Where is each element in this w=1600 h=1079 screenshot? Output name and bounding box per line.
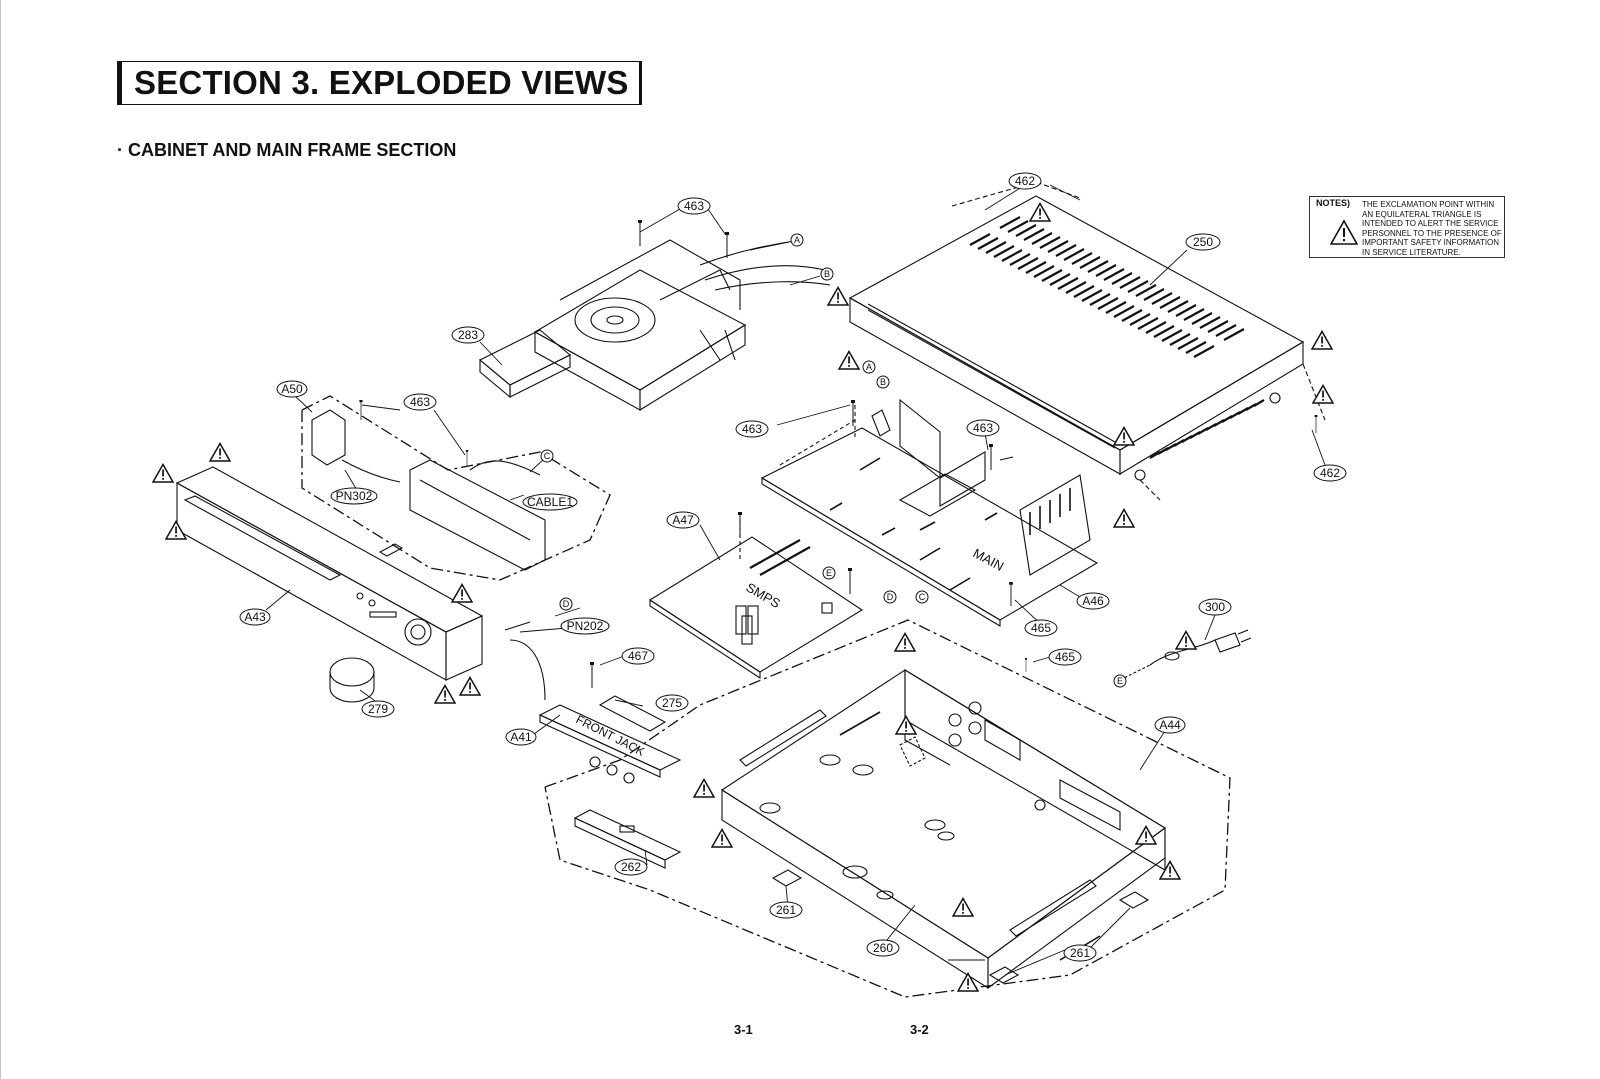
- front-jack-board-a41: [504, 621, 682, 784]
- chassis-group-outline: [544, 619, 1231, 998]
- part-label: A50: [281, 382, 303, 396]
- warning-triangle-icon: [1113, 508, 1135, 528]
- part-label: A41: [510, 730, 532, 744]
- part-label: 462: [1015, 174, 1035, 188]
- notes-box: NOTES) THE EXCLAMATION POINT WITHIN AN E…: [1309, 196, 1505, 258]
- foot-261-bottom: [988, 966, 1020, 984]
- part-label: 300: [1205, 600, 1225, 614]
- top-cover-250: [848, 181, 1326, 501]
- page-border: [0, 0, 1, 1079]
- connector-letter: D: [887, 592, 894, 602]
- main-board-label: MAIN: [971, 545, 1007, 574]
- part-label: 463: [684, 199, 704, 213]
- part-label: A44: [1159, 718, 1181, 732]
- part-label: PN202: [567, 619, 604, 633]
- notes-text: THE EXCLAMATION POINT WITHIN AN EQUILATE…: [1362, 200, 1502, 257]
- warning-triangle-icon: [711, 828, 733, 848]
- part-label: A43: [244, 610, 266, 624]
- page-number-right: 3-2: [910, 1022, 929, 1037]
- warning-triangle-icon: [1029, 202, 1051, 222]
- warning-triangle-icon: [1113, 426, 1135, 446]
- part-callouts: 462 463 250 283 A50 463 PN302 CABLE1 463…: [244, 174, 1340, 960]
- part-label: 462: [1320, 466, 1340, 480]
- part-label: 261: [776, 903, 796, 917]
- part-label: 467: [628, 649, 648, 663]
- part-label: PN302: [336, 489, 373, 503]
- warning-triangle-icon: [1312, 384, 1334, 404]
- part-label: 275: [662, 696, 682, 710]
- part-label: 283: [458, 328, 478, 342]
- warning-triangle-icon: [952, 897, 974, 917]
- warning-triangle-icon: [459, 676, 481, 696]
- foot-261-right: [1118, 891, 1150, 909]
- connector-letter: C: [919, 592, 926, 602]
- connector-letter: A: [866, 362, 872, 372]
- connector-letter: D: [563, 599, 570, 609]
- part-label: A46: [1082, 594, 1104, 608]
- power-cord-300: [1119, 629, 1252, 681]
- smps-board-a47: [648, 520, 864, 680]
- foot-261-left: [771, 869, 803, 887]
- part-label: 262: [621, 860, 641, 874]
- part-label: A47: [672, 513, 694, 527]
- tray-part-283: [479, 329, 571, 399]
- part-label: 260: [873, 941, 893, 955]
- bracket-262: [573, 809, 682, 869]
- warning-triangle-icon: [1311, 330, 1333, 350]
- warning-triangle-icon: [434, 684, 456, 704]
- connector-letter: C: [544, 451, 551, 461]
- warning-triangle-icon: [1175, 630, 1197, 650]
- warning-triangle-icon: [165, 520, 187, 540]
- warning-triangle-icon: [1135, 825, 1157, 845]
- page-number-left: 3-1: [734, 1022, 753, 1037]
- part-label: 279: [368, 702, 388, 716]
- warning-triangle-icon: [827, 286, 849, 306]
- connector-letter: B: [880, 377, 886, 387]
- page-title: SECTION 3. EXPLODED VIEWS: [117, 61, 642, 105]
- part-label: 250: [1193, 235, 1213, 249]
- section-subtitle: · CABINET AND MAIN FRAME SECTION: [117, 140, 457, 160]
- part-label: 463: [973, 421, 993, 435]
- connector-letter: E: [826, 568, 832, 578]
- part-label: CABLE1: [527, 495, 573, 509]
- front-panel-a43: [175, 466, 484, 703]
- bottom-chassis-a44: [720, 669, 1166, 990]
- dvd-loader: [533, 239, 831, 411]
- warning-triangle-icon: [838, 350, 860, 370]
- warning-triangle-icon: [693, 778, 715, 798]
- warning-triangle-icon: [1159, 860, 1181, 880]
- part-label: 463: [410, 395, 430, 409]
- warning-triangle-icon: [451, 583, 473, 603]
- connector-letter: B: [824, 269, 830, 279]
- part-label: 465: [1031, 621, 1051, 635]
- connector-letter: A: [794, 235, 800, 245]
- warning-triangles: [152, 202, 1334, 992]
- part-label: 463: [742, 422, 762, 436]
- display-board-a50: [301, 395, 611, 581]
- notes-heading: NOTES): [1316, 198, 1351, 208]
- part-label: 261: [1070, 946, 1090, 960]
- warning-triangle-icon: [1330, 219, 1358, 245]
- warning-triangle-icon: [894, 632, 916, 652]
- warning-triangle-icon: [152, 463, 174, 483]
- part-label: 465: [1055, 650, 1075, 664]
- warning-triangle-icon: [209, 442, 231, 462]
- main-board-a46: [760, 398, 1099, 627]
- warning-triangle-icon: [957, 972, 979, 992]
- connector-letter: E: [1117, 676, 1123, 686]
- connector-letters: A B C A B D C D E E: [544, 235, 1123, 686]
